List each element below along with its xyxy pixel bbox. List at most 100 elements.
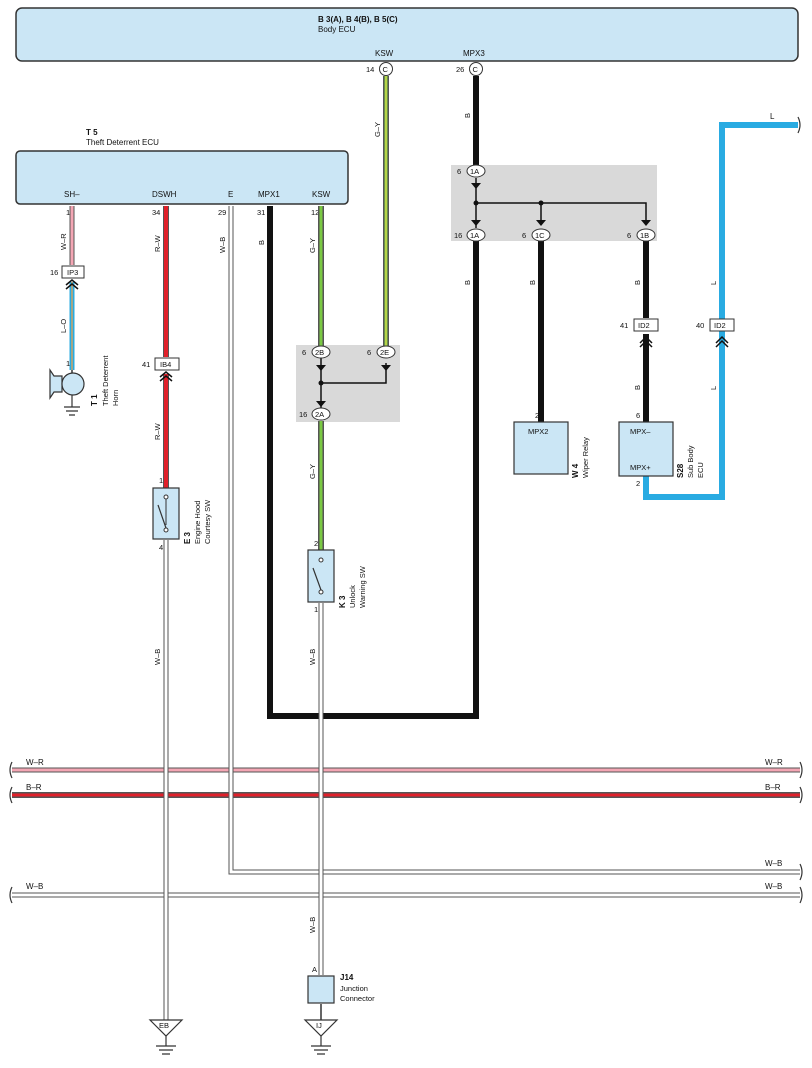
wire-label-blue-mid: L [709,386,718,390]
sub-body-ecu-code: S28 [676,463,685,478]
unlock-warning-switch-icon [307,549,335,603]
connector-ib4 [154,357,180,382]
wire-label-wiper: B [528,280,537,285]
wiper-relay-box-label: MPX2 [528,427,548,436]
junction-connector-pin: A [312,965,317,974]
theft-ecu-box [15,150,349,205]
junction-node-1a-bottom-label: 1A [470,231,479,240]
junction-node-1a-top [466,164,486,178]
sub-body-ecu-box [618,421,674,477]
sub-body-ecu-pin-top: 6 [636,411,640,420]
junction-left-arrows [316,365,391,407]
wiper-relay-name: Wiper Relay [581,437,590,478]
bus-wr-left: W–R [26,758,44,767]
sub-body-ecu-label-top: MPX– [630,427,651,436]
bus-lines [9,206,803,904]
k3-name2: Warning SW [358,565,367,608]
e3-code: E 3 [183,531,192,544]
wire-label-k3-lower: W–B [308,917,317,933]
wire-label-ksw-body: G–Y [373,122,382,137]
theft-pin-e-num: 29 [218,208,226,217]
junction-node-2b-num: 6 [302,348,306,357]
wiper-relay-code: W 4 [571,463,580,478]
wire-label-blue-top: L [770,112,775,121]
theft-ecu-name: Theft Deterrent ECU [86,138,159,147]
horn-name1: Theft Deterrent [101,355,110,406]
connector-ib4-label: IB4 [160,360,171,369]
junction-node-2b-label: 2B [315,348,324,357]
connector-id2-b-num: 40 [696,321,704,330]
wires [69,76,798,1020]
ground-eb-label: EB [159,1021,169,1030]
connector-ib4-num: 41 [142,360,150,369]
junction-node-2a-label: 2A [315,410,324,419]
wire-label-dswh-top: R–W [153,234,162,252]
theft-pin-sh-num: 1 [66,208,70,217]
body-ecu-pin-mpx3-conn: C [473,65,479,74]
theft-pin-dswh-label: DSWH [152,190,177,199]
body-ecu-pin-ksw-num: 14 [366,65,374,74]
junction-node-1c-label: 1C [535,231,545,240]
junction-node-1c-num: 6 [522,231,526,240]
wire-label-sub-body-mid: B [633,385,642,390]
body-ecu-pin-mpx3-label: MPX3 [463,49,485,58]
e3-pin-bottom: 4 [159,543,163,552]
engine-hood-switch-icon [152,487,180,540]
wire-label-mpx3-mid: B [463,280,472,285]
body-ecu-pin-ksw [379,62,393,76]
junction-node-1a-top-label: 1A [470,167,479,176]
junction-node-1b [636,228,656,242]
sub-body-ecu-name1: Sub Body [686,445,695,478]
bus-br-right: B–R [765,783,781,792]
connector-id2-a-label: ID2 [638,321,650,330]
junction-connector-name1: Junction [340,984,368,993]
bus-wb-left: W–B [26,882,43,891]
ground-ij-label: IJ [316,1021,322,1030]
connector-id2-b-label: ID2 [714,321,726,330]
connector-id2-b [709,318,735,348]
theft-pin-ksw-label: KSW [312,190,331,199]
connector-ip3 [61,265,85,290]
k3-name1: Unlock [348,585,357,608]
body-ecu-pin-mpx3 [469,62,483,76]
junction-node-1a-bottom-num: 16 [454,231,462,240]
wire-label-mpx3-top: B [463,113,472,118]
bus-wb-right: W–B [765,882,782,891]
horn-name2: Horn [111,390,120,406]
wiper-relay-box [513,421,569,475]
junction-node-1a-bottom [466,228,486,242]
theft-pin-ksw-num: 12 [311,208,319,217]
junction-node-2a-num: 16 [299,410,307,419]
horn-icon [49,368,85,416]
body-ecu-name: Body ECU [318,25,356,34]
horn-code: T 1 [90,394,99,406]
wire-label-sh-top: W–R [59,233,68,250]
k3-code: K 3 [338,595,347,608]
wire-label-blue-right: L [709,281,718,285]
bus-wb-e-right: W–B [765,859,782,868]
wire-label-sub-body-top: B [633,280,642,285]
wire-label-dswh-mid: R–W [153,422,162,440]
junction-node-1b-num: 6 [627,231,631,240]
junction-node-2e-label: 2E [380,348,389,357]
body-ecu-pin-mpx3-num: 26 [456,65,464,74]
junction-node-1b-label: 1B [640,231,649,240]
bus-br-left: B–R [26,783,42,792]
blue-wire-break [797,116,801,134]
horn-pin: 1 [66,359,70,368]
k3-pin-top: 2 [314,539,318,548]
theft-pin-e-label: E [228,190,233,199]
sub-body-ecu-label-bottom: MPX+ [630,463,651,472]
body-ecu-box [15,7,799,62]
wire-label-sh-mid: L–O [59,319,68,333]
connector-ip3-label: IP3 [67,268,78,277]
body-ecu-code: B 3(A), B 4(B), B 5(C) [318,15,398,24]
connector-id2-a-num: 41 [620,321,628,330]
theft-pin-mpx1-num: 31 [257,208,265,217]
wire-label-e3-bottom: W–B [153,649,162,665]
wire-label-ksw-mid: G–Y [308,464,317,479]
junction-node-2e-num: 6 [367,348,371,357]
wiper-relay-pin: 2 [535,411,539,420]
e3-name2: Courtesy SW [203,499,212,544]
